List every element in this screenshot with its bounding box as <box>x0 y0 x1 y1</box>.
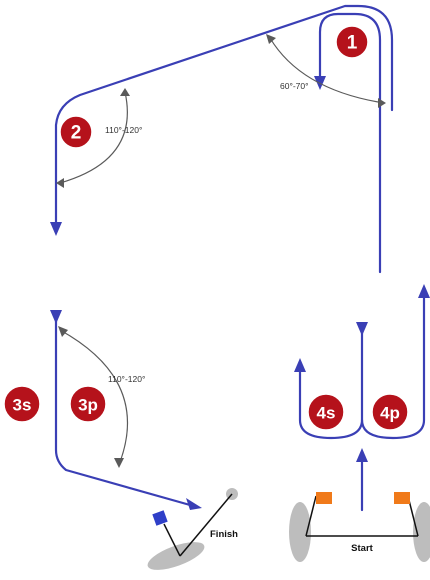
mark-badge-3s-text: 3s <box>13 396 32 415</box>
finish-boat <box>147 542 205 570</box>
angle-arc-mark2 <box>59 91 128 184</box>
course-gate-4s <box>298 330 364 440</box>
start-label: Start <box>351 543 373 554</box>
angle-arrow-mark3-bottom <box>114 458 124 468</box>
mark-badge-1: 1 <box>335 25 369 59</box>
arrow-head-start <box>356 448 368 462</box>
mark-badge-3p: 3p <box>69 385 107 423</box>
mark-badge-4s: 4s <box>307 393 345 431</box>
angle-arrow-mark3-top <box>58 326 68 337</box>
mark-badge-2-text: 2 <box>71 123 82 144</box>
mark-badge-3p-text: 3p <box>78 396 98 415</box>
angle-label-mark3: 110°-120° <box>108 374 145 384</box>
angle-arc-mark1 <box>269 37 379 103</box>
arrow-head-4s-left <box>294 358 306 372</box>
angle-arc-mark3 <box>59 329 128 463</box>
mark-badge-1-text: 1 <box>347 33 358 54</box>
arrow-head-4-center <box>356 322 368 336</box>
start-boat-left <box>289 502 311 562</box>
start-flag-right <box>394 492 410 504</box>
start-boat-right <box>413 502 430 562</box>
finish-line <box>179 493 233 557</box>
angle-arrow-mark2-left <box>56 178 64 188</box>
mark-badge-2: 2 <box>59 115 93 149</box>
course-leg-mark1-loop <box>318 12 382 274</box>
mark-badge-4p-text: 4p <box>380 404 400 423</box>
arrow-head-finish <box>186 498 202 510</box>
angle-arrow-mark1-right <box>378 98 386 108</box>
angle-arrow-mark2-top <box>120 88 130 96</box>
finish-pin <box>163 523 181 557</box>
mark-badge-3s: 3s <box>3 385 41 423</box>
start-pin-left <box>305 495 317 537</box>
finish-label: Finish <box>210 529 238 540</box>
angle-arrow-mark1-top <box>266 34 276 44</box>
angle-label-mark2: 110°-120° <box>105 125 142 135</box>
start-flag-left <box>316 492 332 504</box>
course-leg-mark1-outer <box>54 4 394 227</box>
arrow-head-4p-right <box>418 284 430 298</box>
arrow-head-mark2 <box>50 222 62 236</box>
mark-badge-4s-text: 4s <box>317 404 336 423</box>
course-leg-finish <box>54 316 192 507</box>
course-gate-4p <box>360 294 426 440</box>
angle-label-mark1: 60°-70° <box>280 81 309 91</box>
mark-badge-4p: 4p <box>371 393 409 431</box>
finish-flag <box>152 510 168 526</box>
